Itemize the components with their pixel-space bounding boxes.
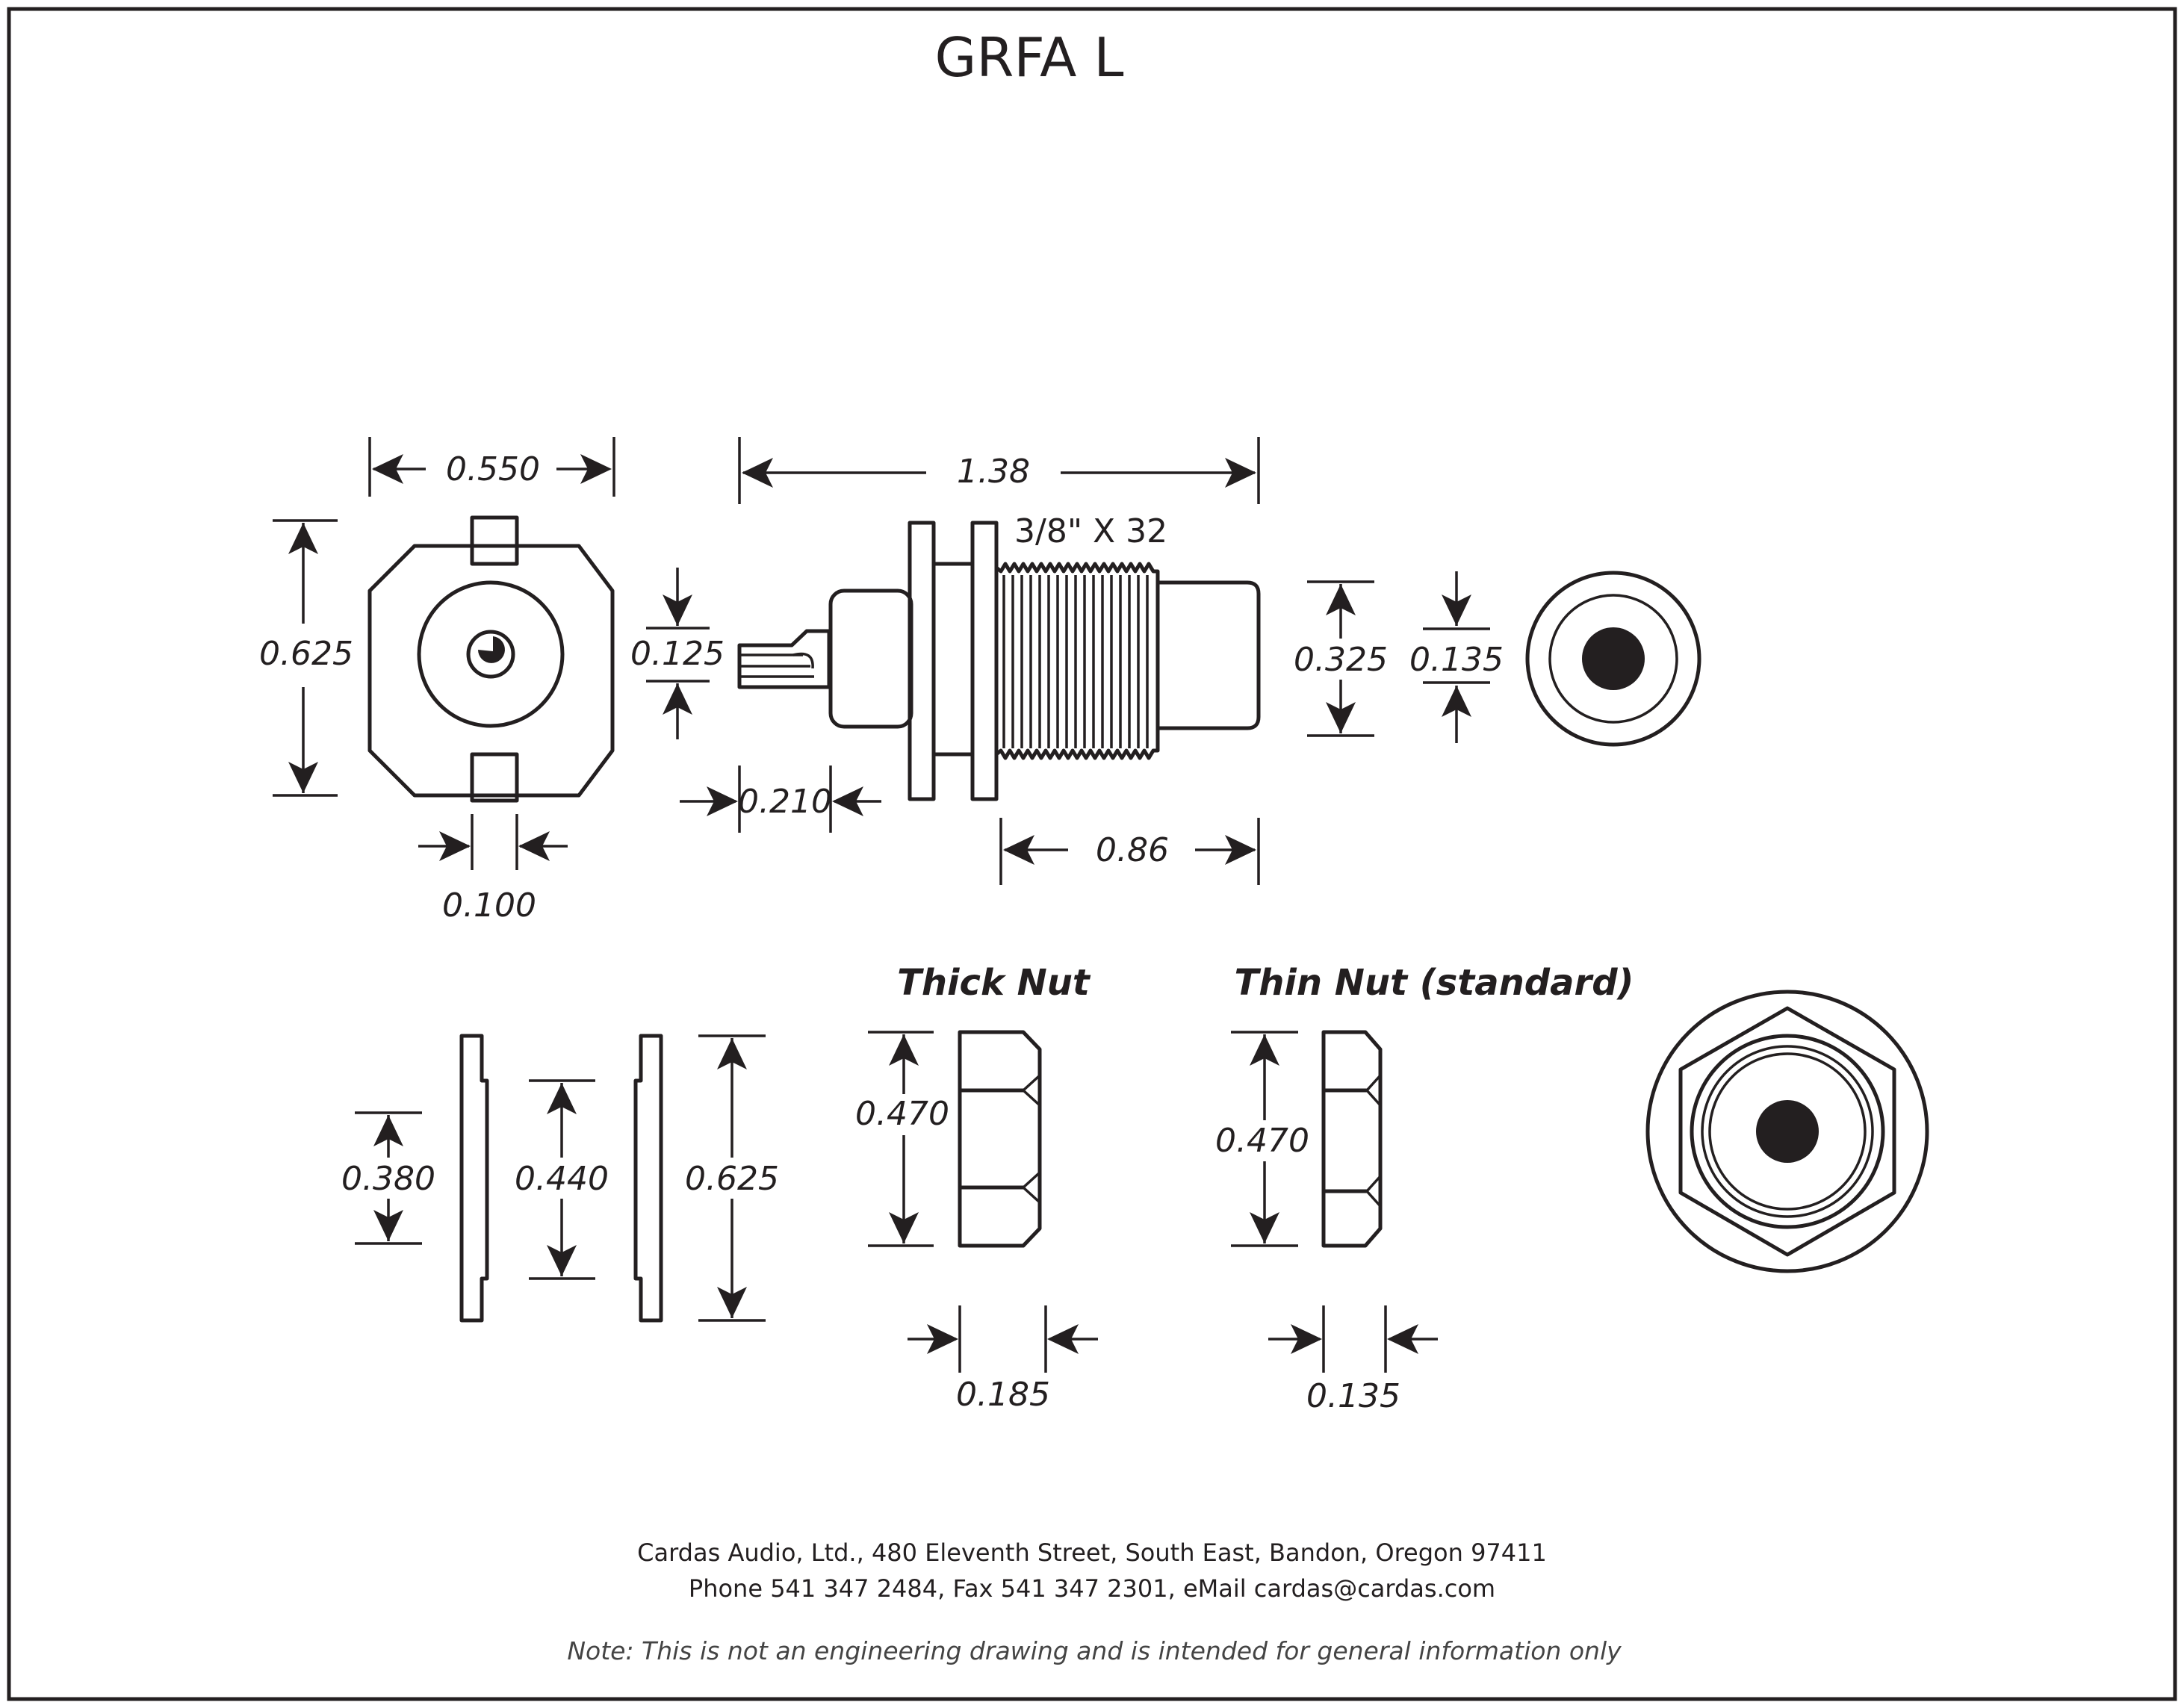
svg-text:0.125: 0.125: [630, 635, 725, 673]
thick-nut: [958, 1030, 1042, 1248]
dim-body-diameter: 0.325: [1294, 580, 1388, 737]
front-view: [367, 515, 615, 803]
svg-text:1.38: 1.38: [957, 453, 1030, 491]
dim-washer-small: 0.380: [341, 1111, 435, 1245]
footer-contact: Phone 541 347 2484, Fax 541 347 2301, eM…: [689, 1574, 1495, 1603]
dim-socket-diameter: 0.135: [1409, 571, 1504, 743]
svg-text:0.380: 0.380: [341, 1160, 435, 1198]
svg-text:0.86: 0.86: [1096, 831, 1169, 869]
dim-pin-height: 0.125: [630, 568, 725, 739]
svg-text:0.100: 0.100: [442, 886, 536, 925]
dim-thin-nut-height: 0.470: [1215, 1031, 1309, 1247]
svg-text:0.625: 0.625: [685, 1160, 779, 1198]
svg-text:0.625: 0.625: [259, 635, 353, 673]
svg-text:0.135: 0.135: [1306, 1377, 1400, 1415]
thread-label: 3/8" X 32: [1014, 512, 1167, 550]
dim-washer-mid: 0.440: [515, 1079, 609, 1280]
thin-nut: [1321, 1030, 1383, 1248]
side-view: [737, 521, 1261, 801]
dim-thick-nut-height: 0.470: [855, 1031, 949, 1247]
dim-washer-large: 0.625: [685, 1034, 779, 1322]
hex-nut-view: [1645, 990, 1929, 1273]
svg-text:0.550: 0.550: [446, 450, 540, 488]
svg-text:0.185: 0.185: [956, 1376, 1050, 1414]
page-frame: [7, 7, 2177, 1701]
svg-text:0.470: 0.470: [1215, 1122, 1309, 1160]
svg-text:0.210: 0.210: [738, 783, 832, 821]
dim-front-height: 0.625: [259, 519, 353, 797]
svg-text:0.470: 0.470: [855, 1095, 949, 1133]
svg-text:0.135: 0.135: [1409, 641, 1504, 679]
drawing-title: GRFA L: [935, 26, 1124, 89]
svg-text:0.325: 0.325: [1294, 641, 1388, 679]
dim-thin-nut-width: 0.135: [1268, 1305, 1438, 1415]
footer-address: Cardas Audio, Ltd., 480 Eleventh Street,…: [637, 1538, 1547, 1567]
washer-1: [459, 1034, 489, 1323]
dim-body-length: 0.86: [999, 818, 1260, 885]
end-view: [1525, 571, 1701, 747]
thin-nut-label: Thin Nut (standard): [1235, 962, 1634, 1004]
dim-overall-length: 1.38: [738, 437, 1260, 504]
dim-key-width: 0.100: [418, 814, 568, 925]
dim-thick-nut-width: 0.185: [908, 1305, 1098, 1414]
thick-nut-label: Thick Nut: [897, 962, 1091, 1004]
dim-front-width: 0.550: [368, 437, 615, 497]
svg-text:0.440: 0.440: [515, 1160, 609, 1198]
dim-pin-offset: 0.210: [680, 766, 881, 833]
footer-note: Note: This is not an engineering drawing…: [567, 1636, 1622, 1665]
washer-2: [633, 1034, 663, 1323]
